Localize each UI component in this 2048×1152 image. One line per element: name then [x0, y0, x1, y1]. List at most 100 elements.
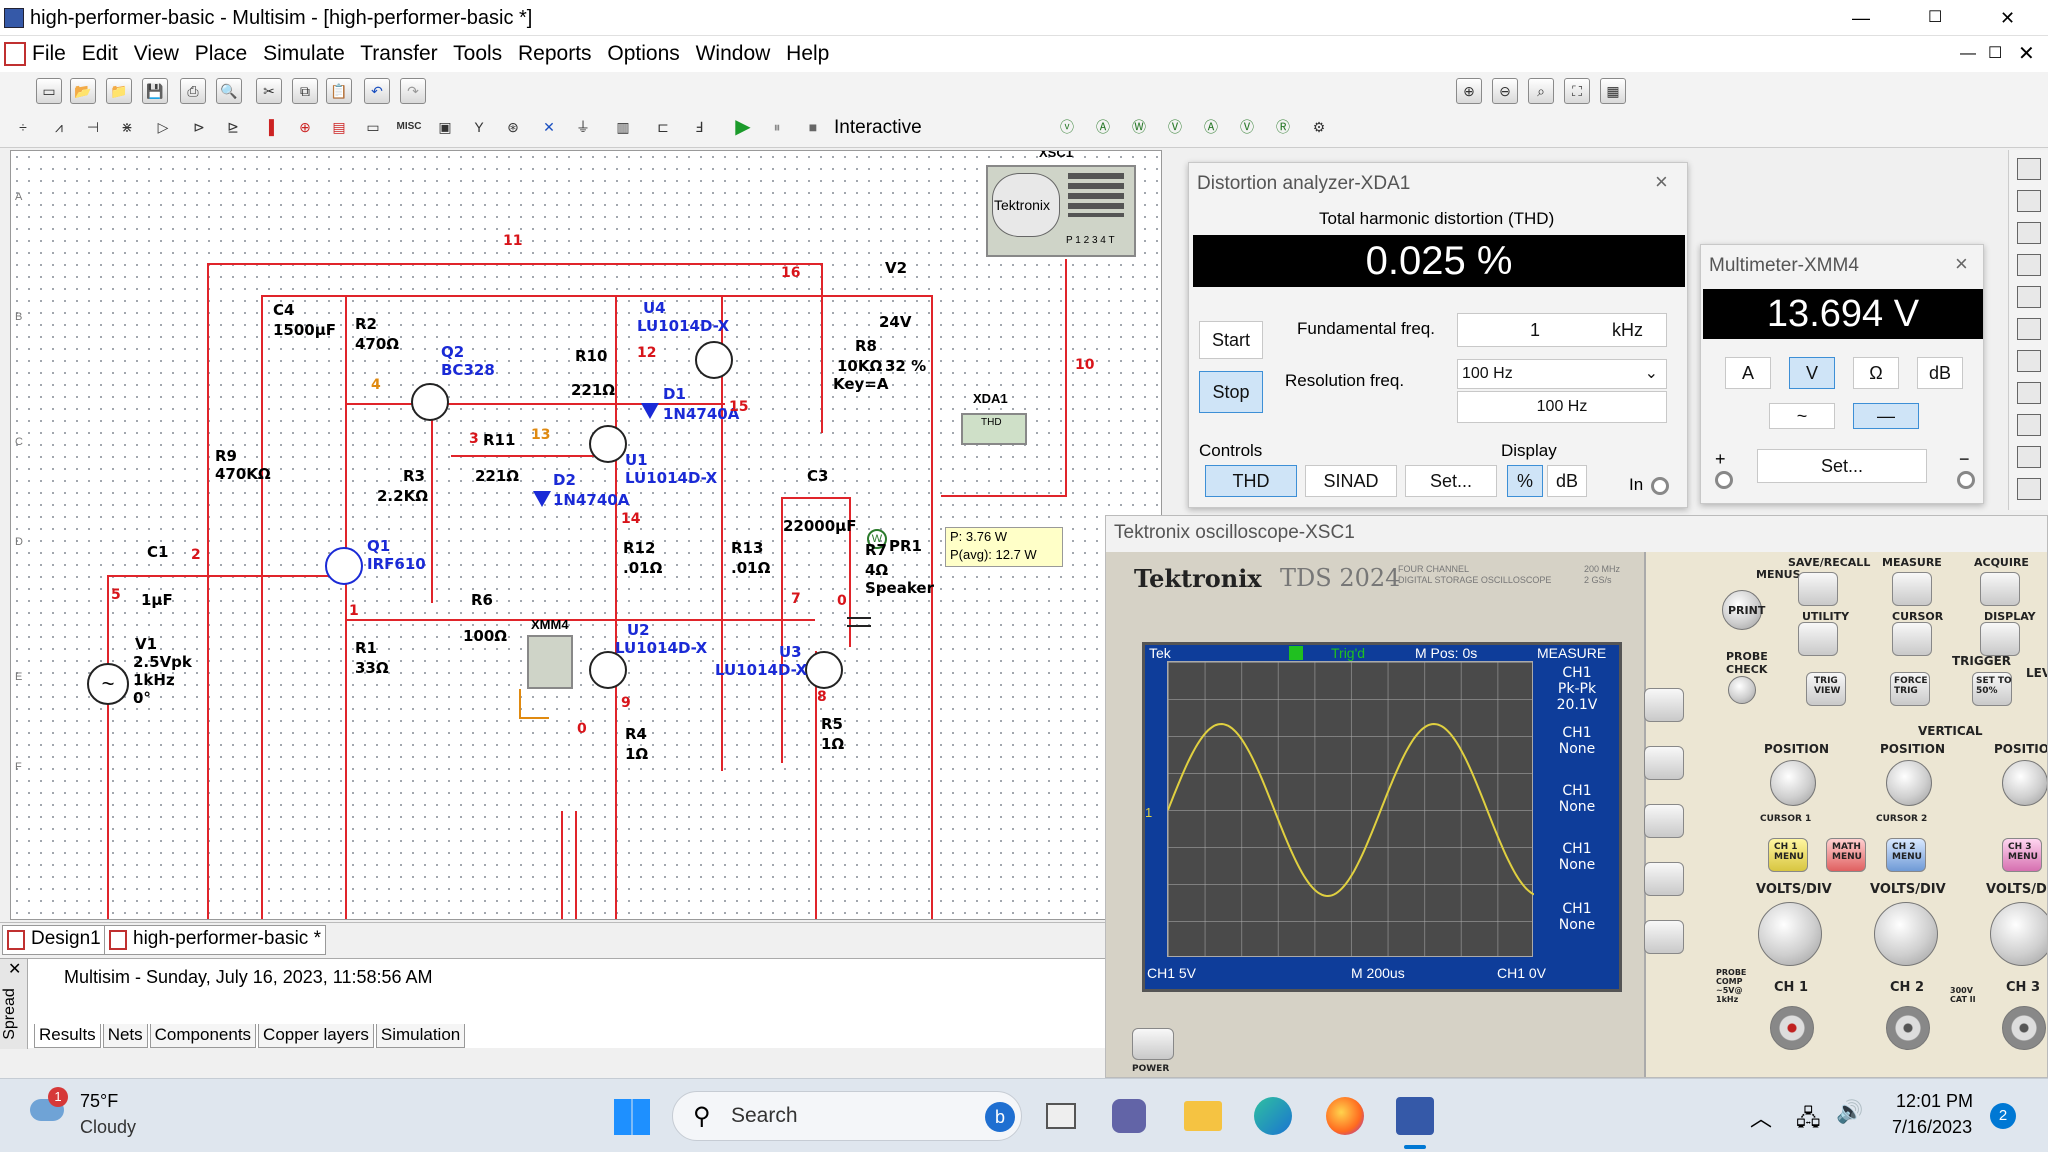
db-display-button[interactable]: dB: [1547, 465, 1587, 497]
close-button[interactable]: ✕: [2000, 8, 2016, 28]
doc-minimize-button[interactable]: —: [1960, 45, 1976, 62]
probe-digital-icon[interactable]: Ⓥ: [1240, 119, 1254, 135]
ch2-position-knob[interactable]: [1886, 760, 1932, 806]
menu-tools[interactable]: Tools: [453, 42, 503, 65]
open-folder-icon[interactable]: 📂: [70, 78, 96, 104]
thd-mode-button[interactable]: THD: [1205, 465, 1297, 497]
probe-ref-icon[interactable]: Ⓡ: [1276, 119, 1290, 135]
place-misc-icon[interactable]: MISC: [396, 121, 422, 132]
save-icon[interactable]: 💾: [142, 78, 168, 104]
ch2-menu-button[interactable]: [1886, 838, 1926, 872]
word-gen-tool-icon[interactable]: [2017, 350, 2041, 372]
xmm4-instrument[interactable]: [527, 635, 573, 689]
menu-transfer[interactable]: Transfer: [360, 42, 438, 65]
wattmeter-tool-icon[interactable]: [2017, 222, 2041, 244]
bode-plotter-tool-icon[interactable]: [2017, 286, 2041, 308]
tab-simulation[interactable]: Simulation: [375, 1024, 466, 1048]
option-button-3[interactable]: [1644, 804, 1684, 838]
menu-place[interactable]: Place: [194, 42, 248, 65]
place-power-icon[interactable]: ▭: [366, 119, 380, 135]
ch3-menu-button[interactable]: [2002, 838, 2042, 872]
edge-icon[interactable]: [1254, 1097, 1292, 1135]
interactive-mode-label[interactable]: Interactive: [834, 117, 922, 138]
paste-icon[interactable]: 📋: [326, 78, 352, 104]
task-view-icon[interactable]: [1046, 1103, 1076, 1129]
ac-mode-button[interactable]: ~: [1769, 403, 1835, 429]
run-simulation-icon[interactable]: ▶: [735, 116, 751, 138]
distortion-close-button[interactable]: ×: [1655, 169, 1668, 194]
ohmmeter-mode-button[interactable]: Ω: [1853, 357, 1899, 389]
menu-edit[interactable]: Edit: [81, 42, 118, 65]
tab-components[interactable]: Components: [149, 1024, 257, 1048]
utility-button[interactable]: [1798, 622, 1838, 656]
menu-window[interactable]: Window: [695, 42, 771, 65]
pr1-probe-icon[interactable]: W: [867, 529, 887, 549]
grapher-icon[interactable]: ⓥ: [1060, 119, 1074, 135]
new-file-icon[interactable]: ▭: [36, 78, 62, 104]
dc-mode-button[interactable]: —: [1853, 403, 1919, 429]
notification-badge[interactable]: 2: [1990, 1103, 2016, 1129]
volume-icon[interactable]: 🔊: [1836, 1099, 1864, 1124]
doc-restore-button[interactable]: ☐: [1988, 45, 2003, 62]
minus-terminal-icon[interactable]: [1957, 471, 1975, 489]
place-electromech-icon[interactable]: ⊛: [507, 119, 519, 135]
zoom-out-icon[interactable]: ⊖: [1492, 78, 1518, 104]
ch1-menu-button[interactable]: [1768, 838, 1808, 872]
power-button[interactable]: [1132, 1028, 1174, 1060]
probe-power-icon[interactable]: Ⓦ: [1132, 119, 1146, 135]
cursor-button[interactable]: [1892, 622, 1932, 656]
probe-current-icon[interactable]: Ⓐ: [1096, 119, 1110, 135]
place-transistor-icon[interactable]: ⋇: [121, 119, 133, 135]
ch3-volts-knob[interactable]: [1990, 902, 2047, 966]
spreadsheet-close-icon[interactable]: ✕: [8, 961, 22, 978]
option-button-4[interactable]: [1644, 862, 1684, 896]
place-bus-icon[interactable]: ⊏: [657, 119, 669, 135]
multimeter-close-button[interactable]: ×: [1955, 251, 1968, 276]
ch2-input-connector[interactable]: [1886, 1006, 1930, 1050]
chevron-up-icon[interactable]: ︿: [1750, 1106, 1773, 1131]
multisim-taskbar-icon[interactable]: [1396, 1097, 1434, 1135]
multimeter-set-button[interactable]: Set...: [1757, 449, 1927, 483]
place-analog-icon[interactable]: ▷: [157, 119, 169, 135]
zoom-area-icon[interactable]: ⌕: [1528, 78, 1554, 104]
place-diode-icon[interactable]: ⊣: [86, 119, 100, 135]
input-terminal-icon[interactable]: [1651, 477, 1669, 495]
menu-file[interactable]: File: [32, 42, 66, 65]
acquire-button[interactable]: [1980, 572, 2020, 606]
ch1-volts-knob[interactable]: [1758, 902, 1822, 966]
function-gen-tool-icon[interactable]: [2017, 190, 2041, 212]
force-trig-button[interactable]: [1890, 672, 1930, 706]
search-box[interactable]: ⚲ Search b: [672, 1091, 1022, 1141]
pause-simulation-icon[interactable]: ⏸: [773, 119, 781, 135]
sinad-mode-button[interactable]: SINAD: [1305, 465, 1397, 497]
iv-analyzer-tool-icon[interactable]: [2017, 414, 2041, 436]
logic-analyzer-tool-icon[interactable]: [2017, 382, 2041, 404]
u4-mosfet-icon[interactable]: [695, 341, 733, 379]
clock-time[interactable]: 12:01 PM: [1896, 1091, 1974, 1111]
print-preview-icon[interactable]: 🔍: [216, 78, 242, 104]
menu-simulate[interactable]: Simulate: [263, 42, 345, 65]
file-explorer-icon[interactable]: [1184, 1101, 1222, 1131]
save-recall-button[interactable]: [1798, 572, 1838, 606]
q1-mosfet-icon[interactable]: [325, 547, 363, 585]
spectrum-tool-icon[interactable]: [2017, 446, 2041, 468]
place-basic-icon[interactable]: ⩘: [55, 119, 63, 135]
fullscreen-icon[interactable]: ▦: [1600, 78, 1626, 104]
menu-options[interactable]: Options: [607, 42, 680, 65]
menu-view[interactable]: View: [133, 42, 179, 65]
place-connector-icon[interactable]: ⏚: [576, 119, 590, 135]
multimeter-tool-icon[interactable]: [2017, 158, 2041, 180]
ch1-input-connector[interactable]: [1770, 1006, 1814, 1050]
redo-icon[interactable]: ↷: [400, 78, 426, 104]
ch3-input-connector[interactable]: [2002, 1006, 2046, 1050]
probe-va-icon[interactable]: Ⓐ: [1204, 119, 1218, 135]
print-button[interactable]: [1722, 590, 1762, 630]
u2-mosfet-icon[interactable]: [589, 651, 627, 689]
place-rf-icon[interactable]: Y: [474, 119, 484, 135]
print-icon[interactable]: ⎙: [180, 78, 206, 104]
oscilloscope-tool-icon[interactable]: [2017, 254, 2041, 276]
distortion-set-button[interactable]: Set...: [1405, 465, 1497, 497]
option-button-5[interactable]: [1644, 920, 1684, 954]
resolution-select[interactable]: 100 Hz ⌄: [1457, 359, 1667, 389]
ammeter-mode-button[interactable]: A: [1725, 357, 1771, 389]
